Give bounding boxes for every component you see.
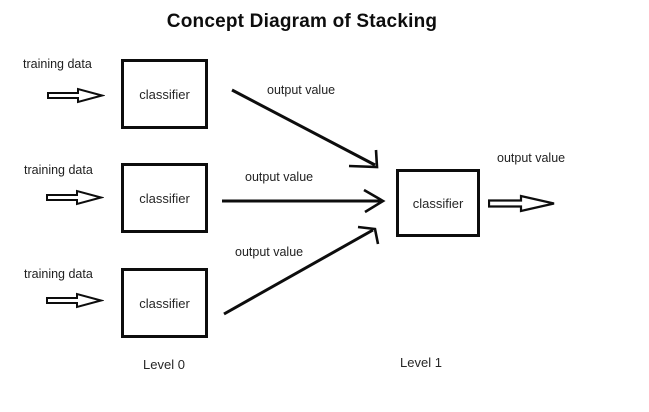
final-output-value-label: output value <box>497 151 566 165</box>
connector-arrowhead-1 <box>348 149 379 169</box>
output-value-label-1: output value <box>267 83 336 97</box>
training-data-arrow-icon-1 <box>47 87 105 104</box>
training-data-label-1: training data <box>23 57 92 71</box>
level1-classifier-box: classifier <box>396 169 480 237</box>
classifier-label: classifier <box>139 295 190 311</box>
connector-arrowhead-2 <box>363 188 386 214</box>
level0-classifier-box-3: classifier <box>121 268 208 338</box>
output-value-label-2: output value <box>245 170 314 184</box>
level0-label: Level 0 <box>143 357 185 372</box>
classifier-label: classifier <box>139 86 190 102</box>
diagram-title: Concept Diagram of Stacking <box>166 11 438 32</box>
training-data-label-3: training data <box>24 267 93 281</box>
training-data-arrow-icon-2 <box>46 189 104 206</box>
level1-label: Level 1 <box>400 355 442 370</box>
training-data-label-2: training data <box>24 163 93 177</box>
final-output-arrow-icon <box>488 194 555 213</box>
connector-arrowhead-3 <box>357 225 380 245</box>
connector-arrow-line-1 <box>231 88 376 167</box>
classifier-label: classifier <box>412 195 464 211</box>
level0-classifier-box-1: classifier <box>121 59 208 129</box>
connector-arrow-line-3 <box>223 228 374 316</box>
classifier-label: classifier <box>139 190 190 206</box>
training-data-arrow-icon-3 <box>46 292 104 309</box>
output-value-label-3: output value <box>235 245 304 259</box>
level0-classifier-box-2: classifier <box>121 163 208 233</box>
